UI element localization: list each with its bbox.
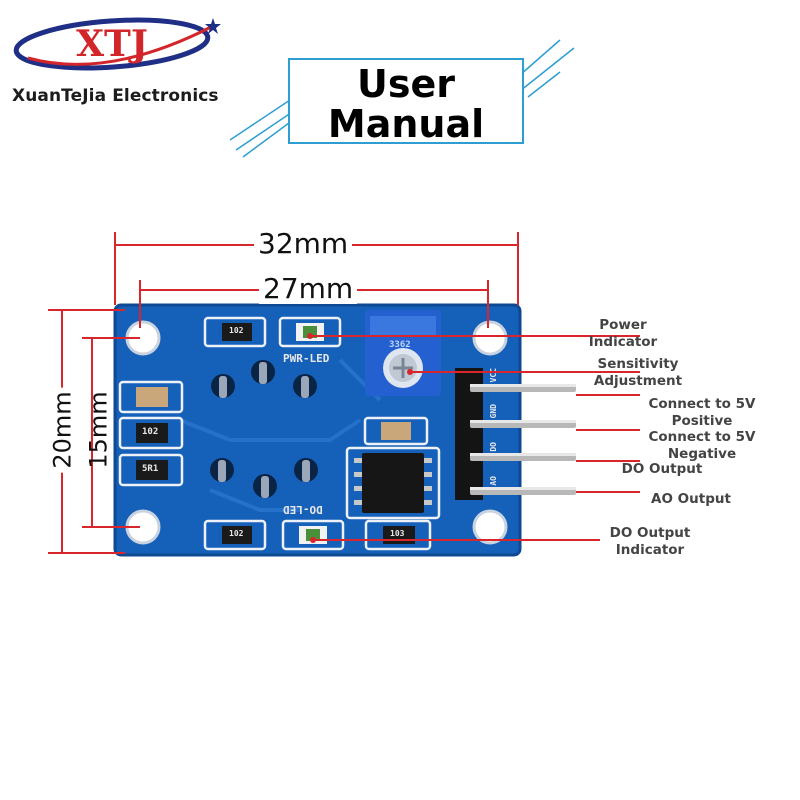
- callout-power-line2: Indicator: [588, 334, 658, 350]
- logo-text: XTJ: [76, 23, 148, 65]
- brand-name: XuanTeJia Electronics: [12, 86, 219, 106]
- callout-do-indicator-line1: DO Output: [609, 525, 691, 541]
- height-outer-label: 20mm: [47, 387, 78, 473]
- decorative-lines: [229, 39, 575, 158]
- callout-do-output: DO Output: [621, 461, 703, 477]
- comparator-ic: [362, 453, 424, 513]
- r5-mark: 103: [390, 529, 405, 538]
- brand-logo: XTJ: [13, 17, 221, 71]
- callout-do-indicator-line2: Indicator: [615, 542, 685, 558]
- callout-sensitivity-line2: Adjustment: [593, 373, 683, 389]
- callout-vcc-line1: Connect to 5V: [648, 396, 756, 412]
- callout-power-indicator: Power Indicator: [588, 317, 658, 351]
- height-inner-label: 15mm: [84, 391, 113, 469]
- callout-vcc: Connect to 5V Positive: [646, 396, 758, 430]
- width-outer-label: 32mm: [254, 229, 353, 259]
- width-inner-label: 27mm: [259, 274, 358, 304]
- r4-mark: 102: [229, 529, 244, 538]
- r3-mark: 5R1: [142, 464, 159, 474]
- pot-mark: 3362: [389, 340, 411, 350]
- callout-ao-output: AO Output: [651, 491, 731, 507]
- user-manual-banner: User Manual: [288, 58, 524, 144]
- callout-sensitivity-line1: Sensitivity: [597, 356, 679, 372]
- pwr-led-mark: PWR-LED: [283, 352, 330, 365]
- callout-gnd-line2: Negative: [667, 446, 737, 462]
- r2-mark: 102: [142, 427, 159, 437]
- title-line-2: Manual: [327, 102, 485, 146]
- callout-sensitivity: Sensitivity Adjustment: [588, 356, 688, 390]
- title-line-1: User: [357, 62, 455, 106]
- callout-power-line1: Power: [599, 317, 647, 333]
- callout-vcc-line2: Positive: [671, 413, 733, 429]
- mount-hole: [472, 509, 508, 545]
- r1-mark: 102: [229, 326, 244, 335]
- callout-gnd: Connect to 5V Negative: [646, 429, 758, 463]
- callout-do-indicator: DO Output Indicator: [604, 525, 696, 559]
- mount-hole: [472, 320, 508, 356]
- callout-gnd-line1: Connect to 5V: [648, 429, 756, 445]
